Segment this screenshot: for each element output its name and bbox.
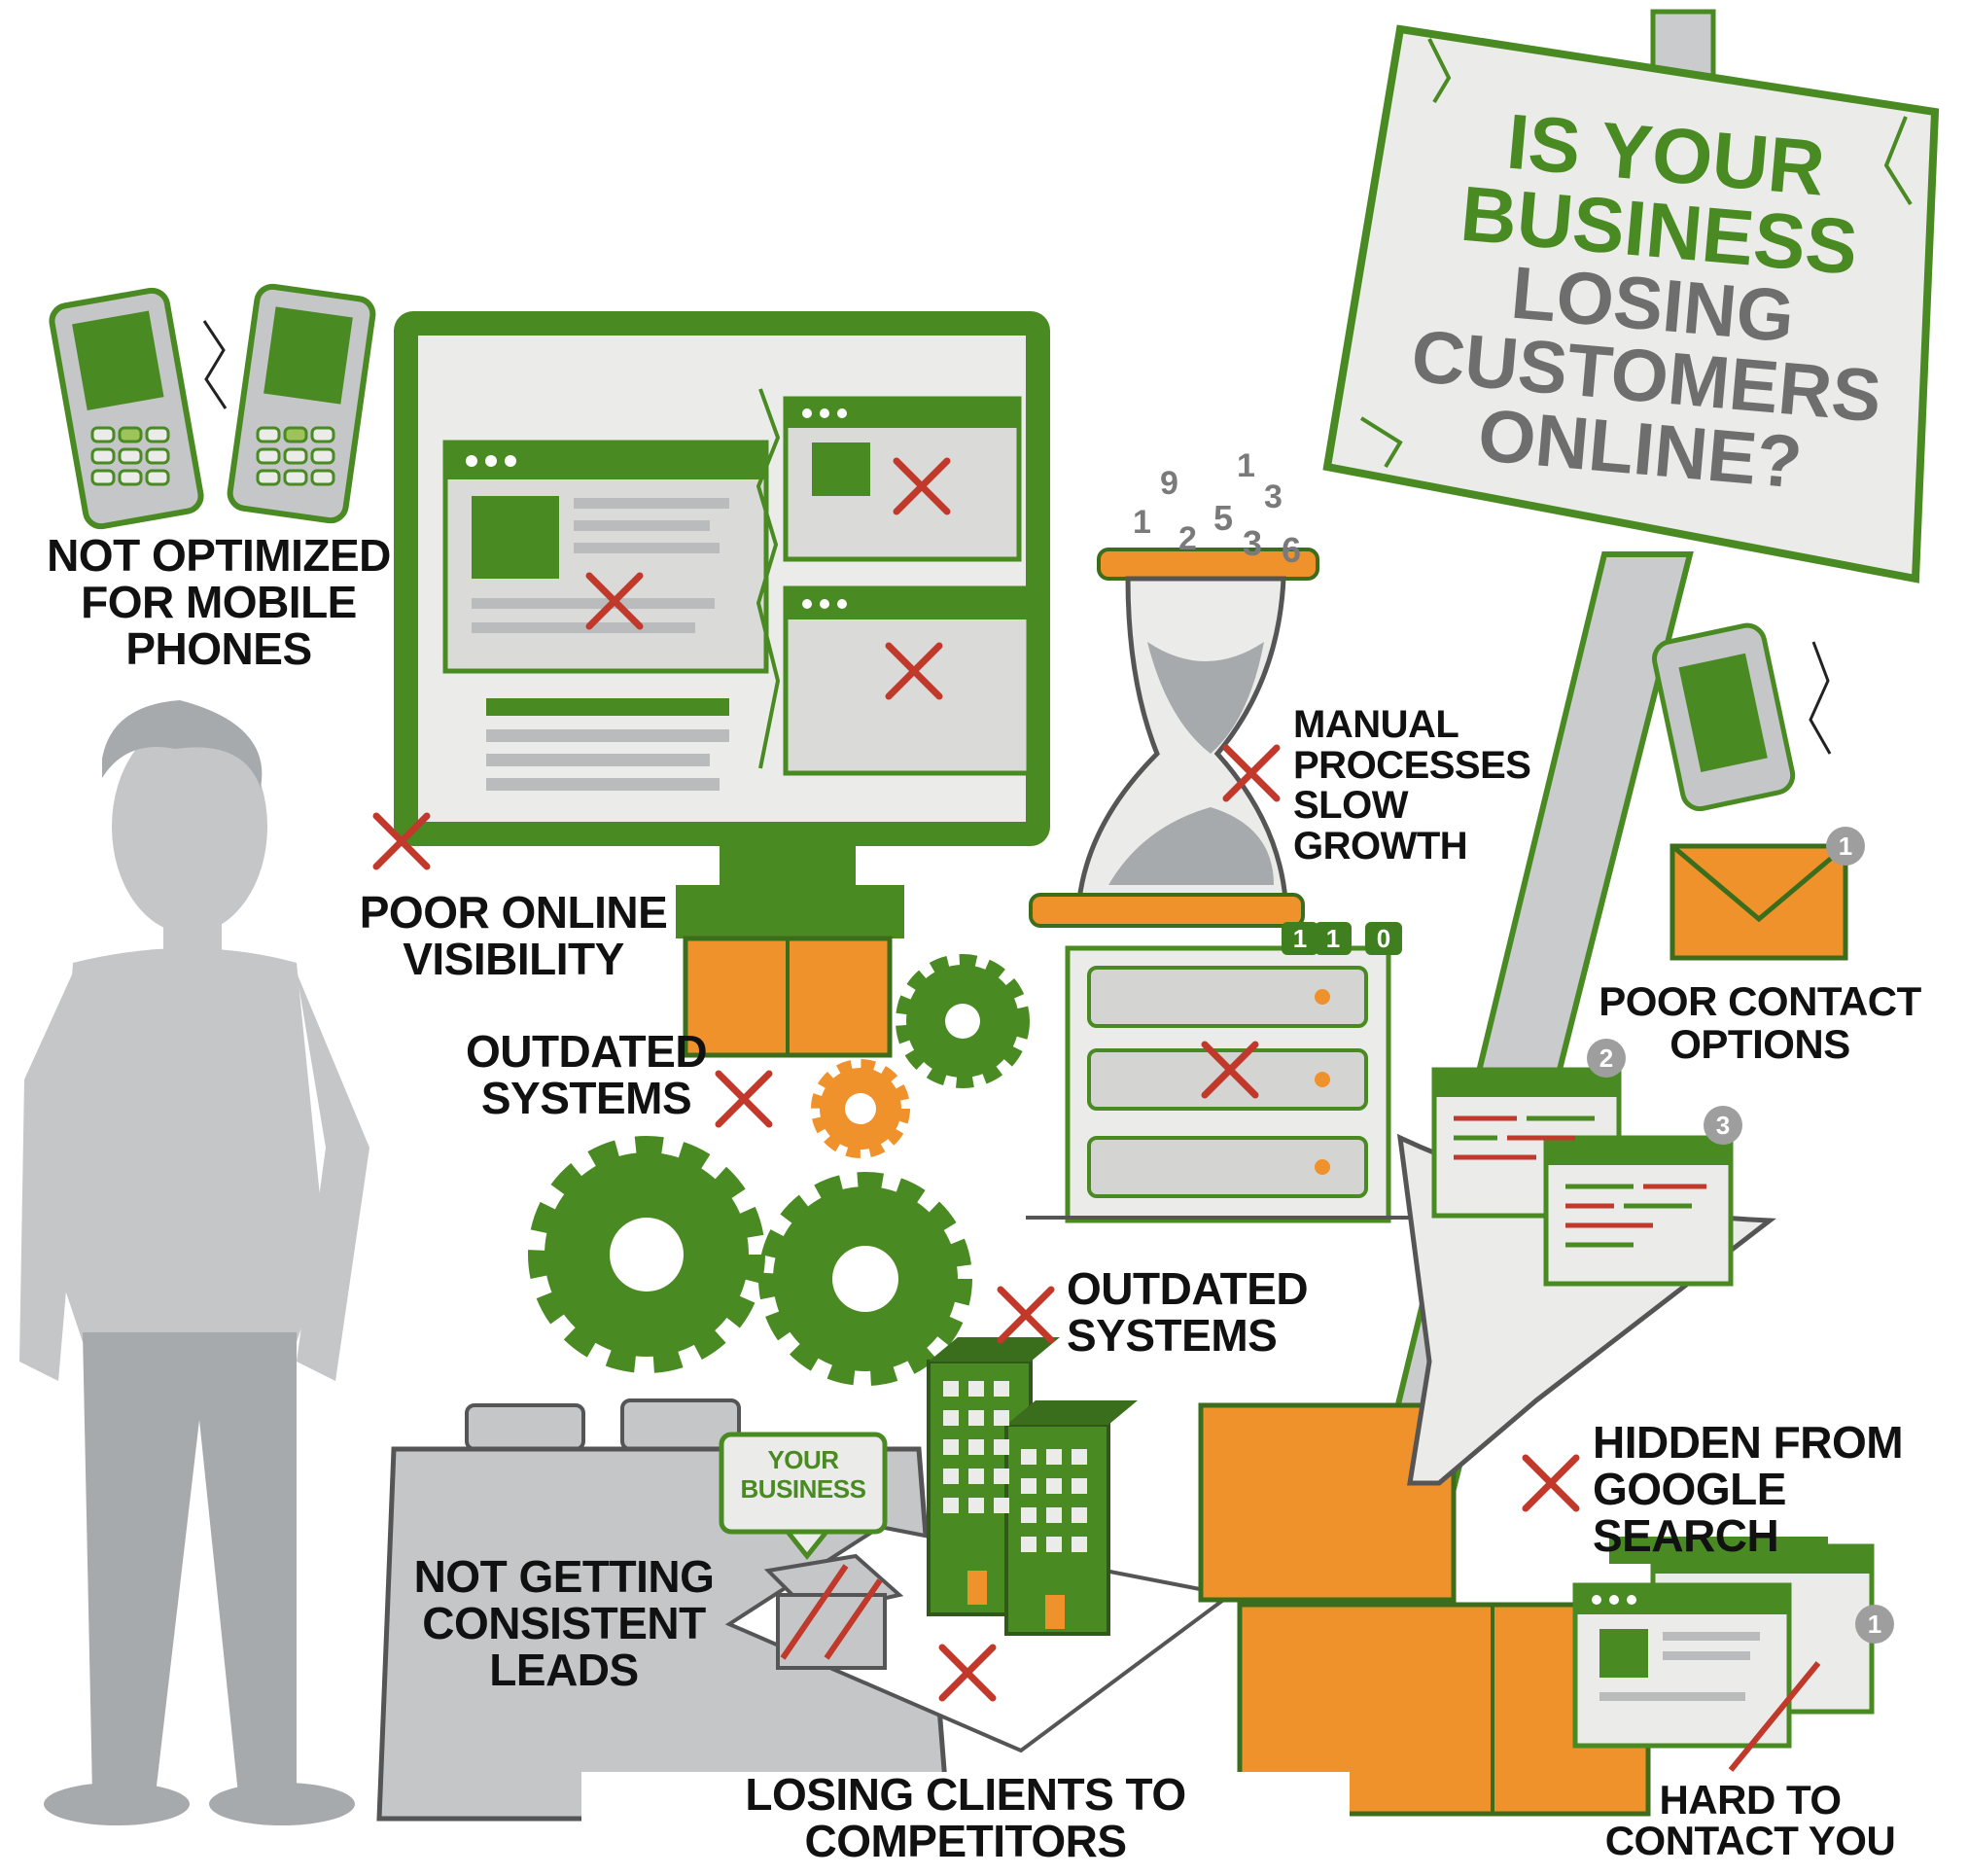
server-rack-icon: [1026, 945, 1420, 1223]
hourglass-icon: [1029, 548, 1319, 928]
funnel-icon: [1396, 1067, 1776, 1486]
hourglass-number: 3: [1243, 523, 1263, 563]
hourglass-number: 9: [1160, 465, 1178, 502]
hourglass-number: 2: [1178, 520, 1197, 557]
cross-icon: [1526, 1458, 1576, 1508]
notification-counter: 1: [1282, 922, 1318, 955]
label-mobile: NOT OPTIMIZED FOR MOBILE PHONES: [47, 530, 391, 674]
cross-icon: [1001, 1290, 1051, 1340]
label-competitors: LOSING CLIENTS TO COMPETITORS: [581, 1771, 1350, 1865]
notification-counter: 1: [1315, 922, 1352, 955]
label-leads: NOT GETTING CONSISTENT LEADS: [413, 1551, 715, 1695]
gear-icon: [528, 954, 1030, 1386]
hourglass-number: 3: [1264, 478, 1283, 515]
broken-phone-icon: [49, 283, 376, 530]
shop-icon: [719, 1432, 904, 1670]
browser-window-icon: [442, 440, 769, 674]
badge: 1: [1826, 827, 1865, 866]
badge: 3: [1704, 1106, 1742, 1145]
label-your-business: YOUR BUSINESS: [740, 1445, 866, 1504]
label-hard-contact: HARD TO CONTACT YOU: [1604, 1777, 1896, 1863]
building-icon: [927, 1337, 1138, 1636]
label-visibility: POOR ONLINE VISIBILITY: [359, 887, 668, 984]
label-manual: MANUAL PROCESSES SLOW GROWTH: [1293, 703, 1531, 867]
smartphone-icon: [1652, 622, 1832, 812]
hourglass-number: 5: [1213, 498, 1234, 538]
hourglass-number: 6: [1282, 530, 1302, 570]
badge: 2: [1587, 1039, 1626, 1078]
label-outdated-right: OUTDATED SYSTEMS: [1067, 1263, 1309, 1361]
hourglass-number: 1: [1133, 504, 1151, 541]
monitor-icon: [394, 311, 1050, 1058]
sign-text: IS YOUR BUSINESS LOSING CUSTOMERS ONLINE…: [1394, 96, 1911, 507]
hourglass-number: 1: [1237, 447, 1255, 484]
label-contact: POOR CONTACT OPTIONS: [1599, 978, 1921, 1067]
person-icon: [19, 700, 369, 1825]
notification-counter: 0: [1365, 922, 1402, 955]
cross-icon: [719, 1074, 769, 1124]
label-outdated-left: OUTDATED SYSTEMS: [465, 1026, 708, 1123]
browser-window-icon: [1572, 1537, 1875, 1772]
label-google: HIDDEN FROM GOOGLE SEARCH: [1593, 1417, 1904, 1561]
envelope-icon: [1669, 843, 1848, 961]
badge: 1: [1855, 1605, 1894, 1644]
